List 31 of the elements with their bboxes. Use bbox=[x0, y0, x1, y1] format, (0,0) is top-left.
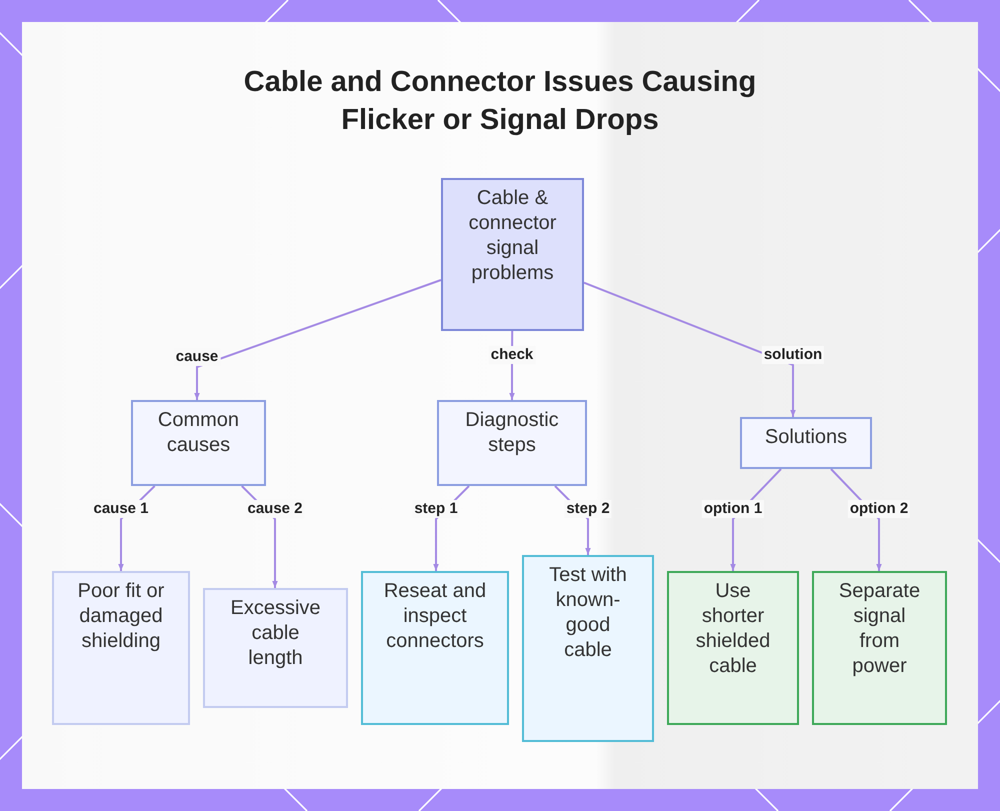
edge-label: solution bbox=[762, 346, 824, 364]
node-text: Solutions bbox=[764, 425, 848, 450]
category-box bbox=[131, 400, 266, 486]
edge-label: step 2 bbox=[564, 500, 612, 518]
node-text: Cable & connector signal problems bbox=[468, 186, 558, 286]
edge-label: option 2 bbox=[848, 500, 910, 518]
category-box bbox=[437, 400, 587, 486]
edge-label: cause 1 bbox=[91, 500, 151, 518]
edge-label: cause 2 bbox=[245, 500, 305, 518]
node-text: Test with known-good cable bbox=[548, 563, 628, 663]
edge-label: option 1 bbox=[702, 500, 764, 518]
cause-box bbox=[203, 588, 348, 708]
solution-box bbox=[667, 571, 799, 725]
connector-arrow bbox=[194, 279, 442, 400]
node-text: Diagnostic steps bbox=[464, 408, 560, 458]
category-box bbox=[740, 417, 872, 469]
topic-box bbox=[441, 178, 584, 331]
node-text: Separate signal from power bbox=[838, 579, 922, 679]
step-box bbox=[361, 571, 509, 725]
node-text: Poor fit or damaged shielding bbox=[76, 579, 166, 654]
edge-label: check bbox=[488, 346, 536, 364]
connector-arrow bbox=[584, 282, 796, 417]
step-box bbox=[522, 555, 654, 742]
node-text: Common causes bbox=[156, 408, 240, 458]
cause-box bbox=[52, 571, 190, 725]
solution-box bbox=[812, 571, 947, 725]
edge-label: step 1 bbox=[412, 500, 460, 518]
node-text: Use shorter shielded cable bbox=[694, 579, 772, 679]
node-text: Excessive cable length bbox=[229, 596, 322, 671]
node-text: Reseat and inspect connectors bbox=[382, 579, 488, 654]
title: Cable and Connector Issues Causing Flicker or Signal Drops bbox=[242, 65, 758, 138]
